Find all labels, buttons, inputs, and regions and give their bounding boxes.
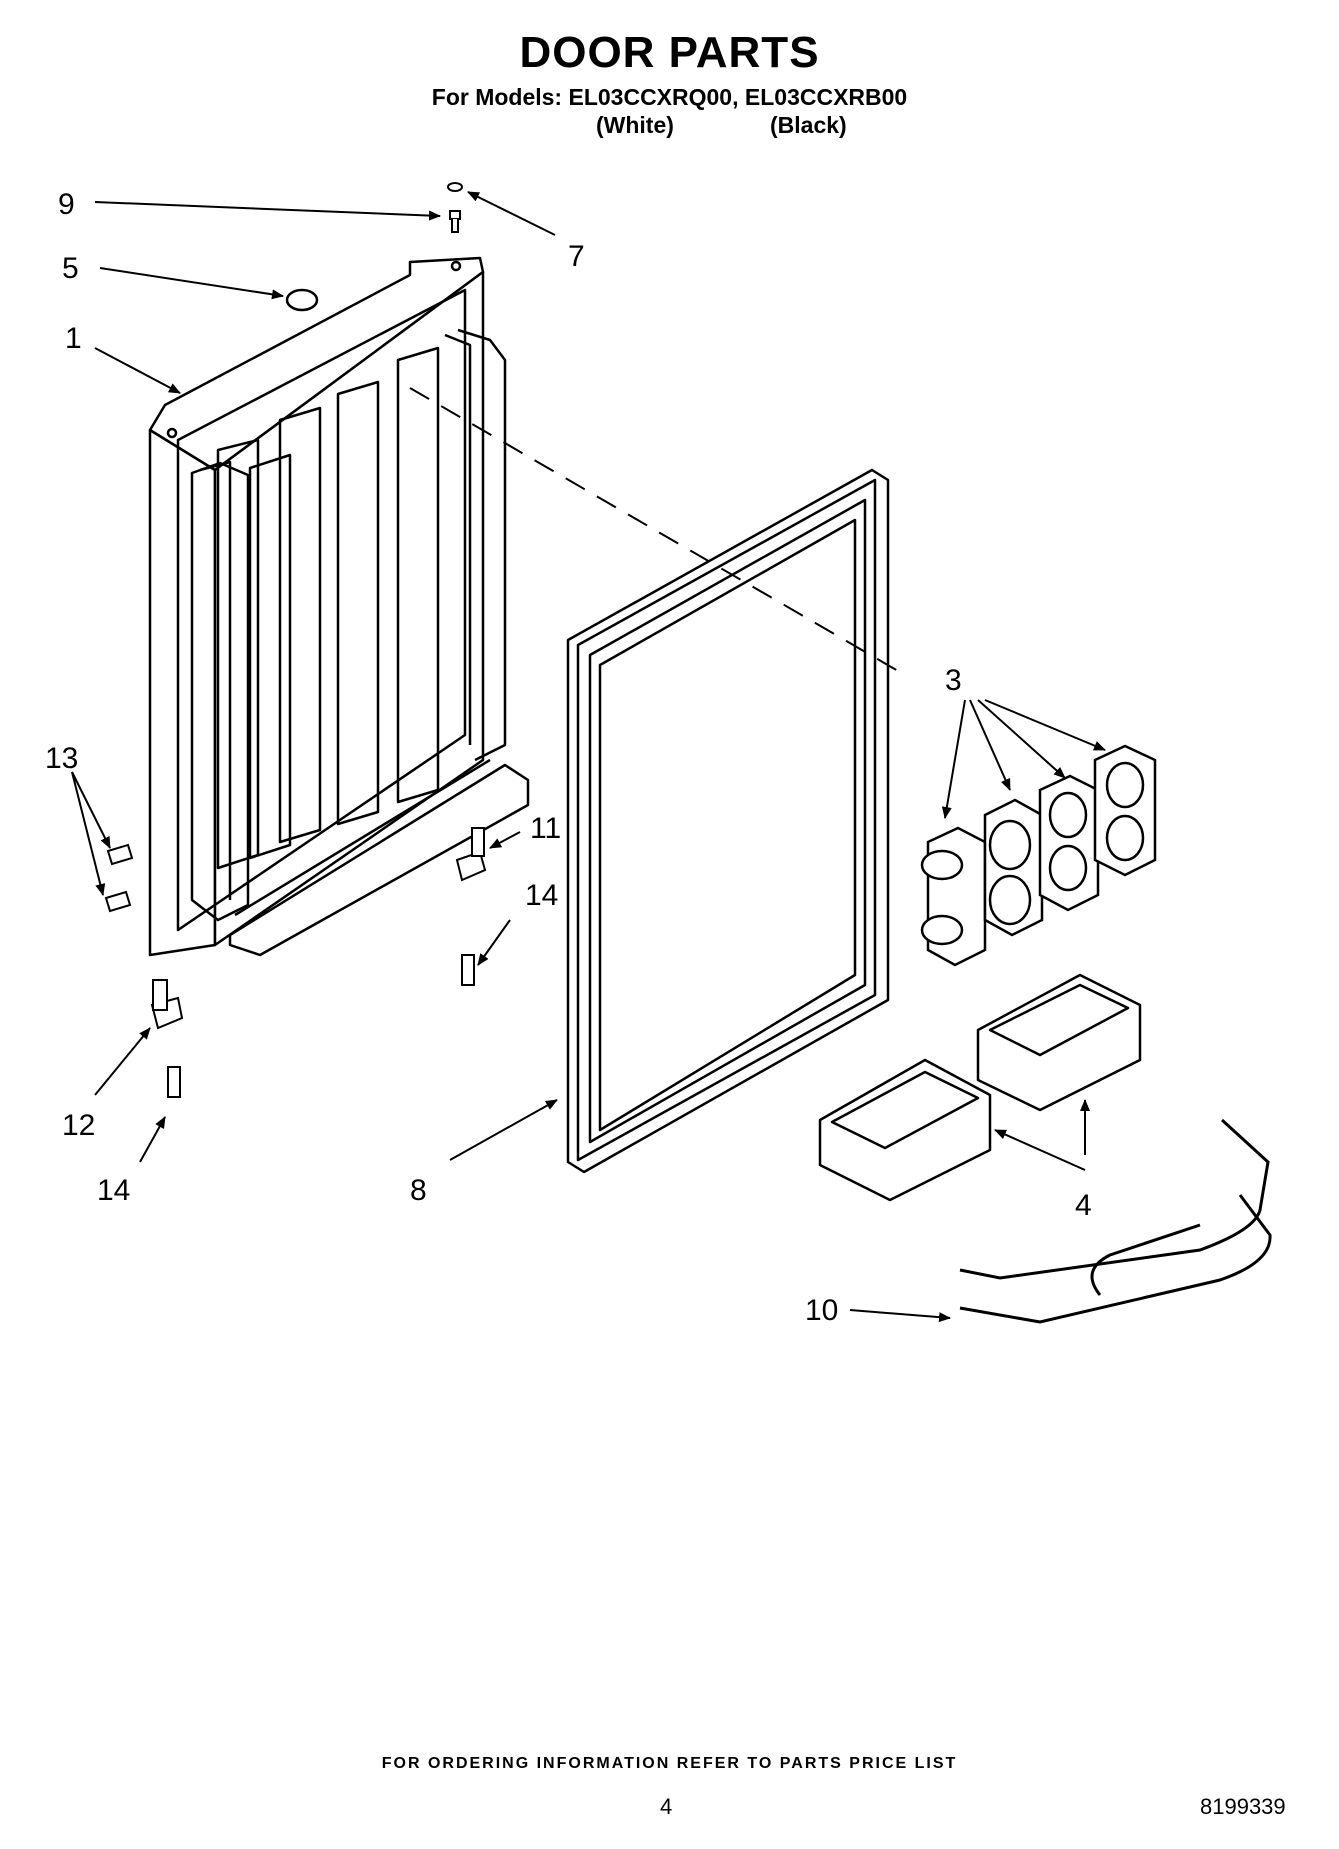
callout-4: 4 (1075, 1189, 1092, 1222)
callout-3: 3 (945, 664, 962, 697)
leader-10 (849, 1309, 951, 1323)
leader-11 (489, 831, 521, 849)
callout-9: 9 (58, 188, 75, 221)
document-number: 8199339 (1200, 1794, 1286, 1819)
ordering-info-footer: FOR ORDERING INFORMATION REFER TO PARTS … (381, 1755, 958, 1772)
callout-5: 5 (62, 252, 79, 285)
leader-7 (467, 191, 556, 236)
callout-labels: 9 7 5 1 3 13 11 14 12 14 8 4 10 (45, 188, 1092, 1327)
dashed-assembly-line (409, 387, 906, 676)
callout-leader-lines (71, 191, 1106, 1323)
leader-4a (994, 1129, 1086, 1171)
callout-13: 13 (45, 742, 78, 775)
leader-3a (941, 699, 966, 819)
door-gasket-drawing (566, 468, 890, 1174)
egg-rack-drawing (920, 744, 1157, 967)
leader-14a (477, 919, 511, 966)
callout-11: 11 (530, 812, 561, 845)
door-liner-drawing (148, 256, 530, 957)
leader-13a (71, 771, 111, 849)
leader-12 (94, 1027, 151, 1096)
leader-9 (94, 201, 441, 221)
leader-14b (139, 1116, 166, 1163)
variant-black-label: (Black) (770, 112, 847, 138)
leader-1 (94, 347, 181, 394)
callout-14-upper: 14 (525, 879, 558, 912)
callout-7: 7 (568, 240, 585, 273)
page-title: DOOR PARTS (519, 28, 820, 77)
leader-13b (71, 771, 106, 896)
leader-3d (984, 699, 1106, 751)
leader-5 (99, 267, 284, 300)
leader-8 (449, 1099, 558, 1161)
shelf-rail-drawing (959, 1118, 1272, 1324)
callout-8: 8 (410, 1174, 427, 1207)
leader-3b (969, 699, 1011, 791)
callout-10: 10 (805, 1294, 838, 1327)
door-bin-drawing (818, 973, 1142, 1202)
leader-3c (977, 699, 1066, 779)
page-number: 4 (660, 1794, 673, 1819)
callout-12: 12 (62, 1109, 95, 1142)
hinge-pin-drawing (104, 827, 487, 1098)
callout-1: 1 (65, 322, 82, 355)
models-line: For Models: EL03CCXRQ00, EL03CCXRB00 (431, 84, 908, 110)
variant-white-label: (White) (596, 112, 674, 138)
callout-14-lower: 14 (97, 1174, 130, 1207)
top-hinge-screw-drawing (447, 182, 463, 233)
